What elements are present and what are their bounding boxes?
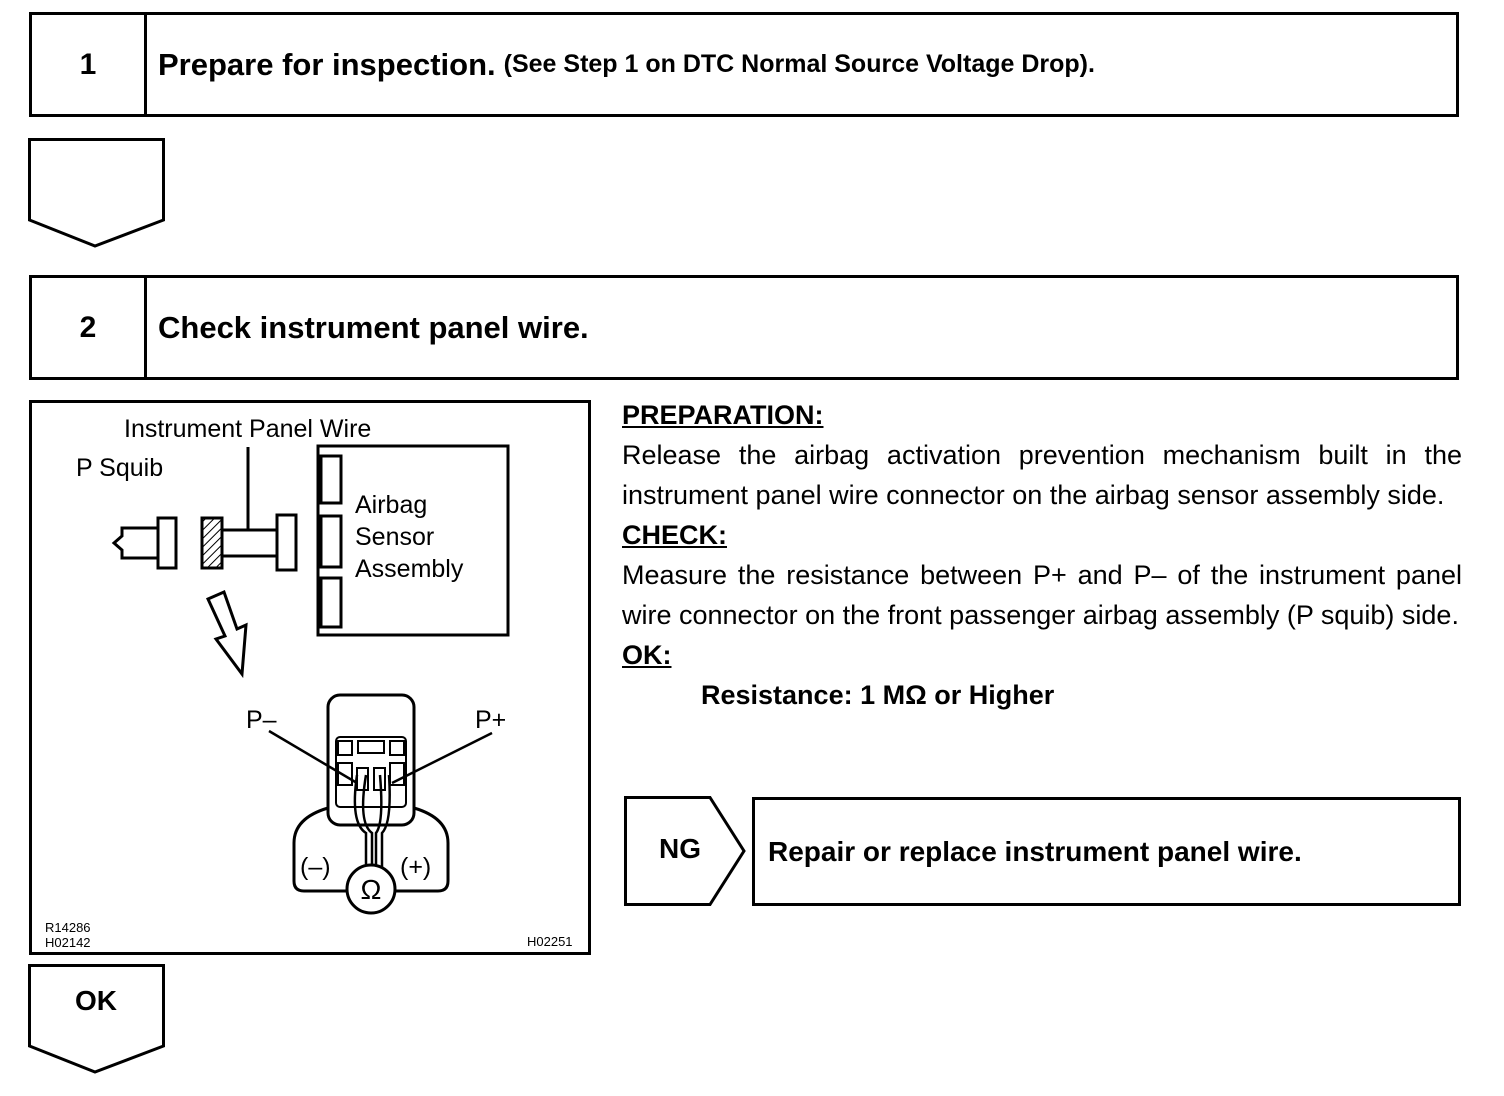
step-2-box: 2 Check instrument panel wire. [29,275,1459,380]
inspection-instructions: PREPARATION: Release the airbag activati… [622,395,1462,715]
step-1-box: 1 Prepare for inspection. (See Step 1 on… [29,12,1459,117]
ok-label: OK [75,985,117,1016]
step-1-title-main: Prepare for inspection. [158,46,496,82]
step-2-title: Check instrument panel wire. [158,278,589,377]
ok-heading: OK: [622,640,672,670]
label-sensor: Sensor [355,523,435,551]
label-p-minus: P– [246,706,277,734]
label-airbag: Airbag [355,491,428,519]
check-heading: CHECK: [622,520,727,550]
flow-arrow-1 [28,138,165,248]
step-1-title: Prepare for inspection. (See Step 1 on D… [158,15,1095,114]
label-assembly: Assembly [355,555,464,583]
step-2-number: 2 [32,278,147,377]
preparation-text: Release the airbag activation prevention… [622,440,1462,510]
ok-arrow [28,964,165,1074]
p-squib-connector [111,516,178,570]
check-text: Measure the resistance between P+ and P–… [622,560,1462,630]
ng-arrow [624,796,746,906]
figure-code-left: R14286 H02142 [45,920,91,950]
label-positive: (+) [400,853,432,881]
preparation-heading: PREPARATION: [622,400,824,430]
label-instrument-panel-wire: Instrument Panel Wire [124,415,372,443]
figure-code-right: H02251 [527,934,573,949]
airbag-sensor-assembly [316,444,510,637]
label-negative: (–) [300,853,331,881]
step-2-title-main: Check instrument panel wire. [158,309,589,345]
down-arrow-icon [205,589,248,679]
wire-connector-hatched [200,516,224,570]
instrument-panel-wire [220,447,298,572]
step-1-number: 1 [32,15,147,114]
label-p-squib: P Squib [76,454,164,482]
label-p-plus: P+ [475,706,507,734]
resistance-spec: Resistance: 1 MΩ or Higher [701,680,1055,710]
connector-diagram: Instrument Panel Wire P Squib Airbag Sen… [29,400,591,955]
step-1-title-reference: (See Step 1 on DTC Normal Source Voltage… [503,50,1095,78]
meter-probes [268,729,493,873]
ohmmeter-icon [345,863,397,915]
ohm-symbol: Ω [360,874,382,905]
ng-label: NG [659,833,701,864]
ng-action-box: Repair or replace instrument panel wire. [752,797,1461,906]
ng-action-text: Repair or replace instrument panel wire. [768,835,1302,867]
connector-diagram-drawing [111,444,510,915]
